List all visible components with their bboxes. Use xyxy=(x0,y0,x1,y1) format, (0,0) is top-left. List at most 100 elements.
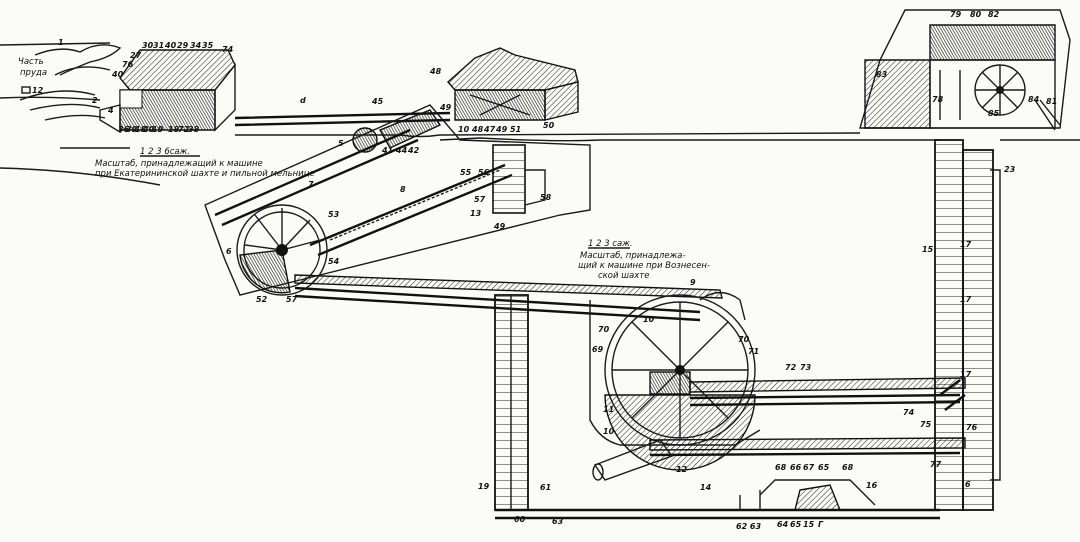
part-number-label: 62 63 xyxy=(736,522,761,531)
part-number-label: 49 xyxy=(493,222,506,231)
part-number-label: 10 xyxy=(603,427,615,436)
part-number-label: 6 xyxy=(226,247,232,256)
part-number-label: 2 xyxy=(92,96,98,105)
part-number-label: 56 xyxy=(478,168,490,177)
part-number-label: 42 xyxy=(407,146,420,155)
right-building xyxy=(859,9,1071,131)
part-number-label: 41 xyxy=(381,146,393,155)
part-number-label: 19 xyxy=(478,482,490,491)
part-number-label: 49 xyxy=(439,103,452,112)
part-number-label: 52 xyxy=(256,295,268,304)
part-number-label: 17 xyxy=(960,295,972,304)
part-number-label: 70 xyxy=(738,335,750,344)
part-number-label: 8 xyxy=(400,185,406,194)
part-number-label: 76 xyxy=(966,423,978,432)
part-number-label: 48 xyxy=(471,125,484,134)
part-number-label: 72 xyxy=(178,125,190,134)
part-number-label: 83 xyxy=(876,70,888,79)
scale-2-caption: ской шахте xyxy=(598,271,649,281)
part-number-label: 17 xyxy=(960,370,972,379)
right-deep-shaft xyxy=(934,139,1001,511)
upper-incline-chamber xyxy=(204,104,591,296)
part-number-label: 7 xyxy=(308,180,314,189)
part-number-label: 57 xyxy=(286,295,298,304)
part-number-label: 39 xyxy=(126,125,138,134)
part-number-label: 5 xyxy=(338,139,344,148)
scale-1-caption: при Екатерининской шахте и пильной мельн… xyxy=(95,169,315,179)
part-number-label: 18 xyxy=(168,125,180,134)
part-number-label: 44 xyxy=(395,146,408,155)
lower-left-shaft xyxy=(494,294,529,511)
part-number-label: 18 xyxy=(135,125,147,134)
part-number-label: 63 xyxy=(552,517,564,526)
part-number-label: 16 xyxy=(866,481,878,490)
part-number-label: 30 xyxy=(142,41,154,50)
scale-2-ticks: 1 2 3 саж. xyxy=(588,239,633,249)
part-number-label: 49 xyxy=(495,125,508,134)
part-number-label: 45 xyxy=(371,97,384,106)
part-number-label: 29 xyxy=(177,41,189,50)
part-number-label: 6 xyxy=(965,480,971,489)
scale-1-ticks: 1 2 3 6саж. xyxy=(140,147,190,157)
part-number-label: 15 xyxy=(922,245,934,254)
part-number-label: 27 xyxy=(130,51,142,60)
part-number-label: 40 xyxy=(164,41,177,50)
part-number-label: 20 xyxy=(143,125,155,134)
horizontal-pipes xyxy=(592,377,966,481)
part-number-label: 15 xyxy=(803,520,815,529)
bottom-gallery xyxy=(495,479,940,520)
part-number-label: 68 xyxy=(775,463,787,472)
part-number-label: 75 xyxy=(920,420,932,429)
part-number-label: 73 xyxy=(800,363,812,372)
part-number-label: 79 xyxy=(950,10,962,19)
part-number-label: 69 xyxy=(592,345,604,354)
part-number-label: 14 xyxy=(700,483,712,492)
part-number-label: 84 xyxy=(1028,95,1040,104)
part-number-label: 12 xyxy=(32,86,44,95)
part-number-label: 51 xyxy=(510,125,521,134)
pond-hills xyxy=(19,44,122,121)
part-number-label: 66 xyxy=(790,463,802,472)
part-number-label: 77 xyxy=(930,460,942,469)
part-number-label: 68 xyxy=(842,463,854,472)
part-number-label: 54 xyxy=(328,257,340,266)
part-number-label: 57 xyxy=(474,195,486,204)
part-number-label: 1 xyxy=(58,38,64,47)
part-number-label: 17 xyxy=(960,240,972,249)
part-number-label: 82 xyxy=(988,10,1000,19)
part-number-label: 70 xyxy=(598,325,610,334)
part-number-label: 71 xyxy=(748,347,759,356)
part-number-label: 35 xyxy=(202,41,214,50)
part-number-label: 11 xyxy=(603,405,614,414)
pond-caption: Часть xyxy=(18,57,44,67)
part-number-label: 4 xyxy=(107,106,114,115)
part-number-label: 64 xyxy=(777,520,789,529)
part-number-label: 40 xyxy=(111,70,124,79)
part-number-label: 58 xyxy=(540,193,552,202)
part-number-label: 65 xyxy=(790,520,802,529)
part-number-label: 13 xyxy=(470,209,482,218)
part-number-label: 23 xyxy=(1004,165,1016,174)
part-number-label: 65 xyxy=(818,463,830,472)
part-number-label: 81 xyxy=(1046,97,1057,106)
part-number-label: 47 xyxy=(483,125,496,134)
left-building xyxy=(99,49,236,134)
part-number-label: 50 xyxy=(543,121,555,130)
wheel-chamber xyxy=(589,294,761,471)
water-wheel-upper xyxy=(236,204,328,296)
part-number-label: 72 xyxy=(785,363,797,372)
part-number-label: 80 xyxy=(970,10,982,19)
part-number-label: d xyxy=(300,96,306,105)
part-number-label: 53 xyxy=(328,210,340,219)
part-number-label: 76 xyxy=(122,60,134,69)
scale-2-caption: щий к машине при Вознесен- xyxy=(578,261,710,271)
part-number-label: 67 xyxy=(803,463,815,472)
part-number-label: 74 xyxy=(903,408,915,417)
part-number-label: 31 xyxy=(153,41,164,50)
part-number-label: 55 xyxy=(460,168,472,177)
part-number-label: 74 xyxy=(222,45,234,54)
part-number-label: 78 xyxy=(932,95,944,104)
